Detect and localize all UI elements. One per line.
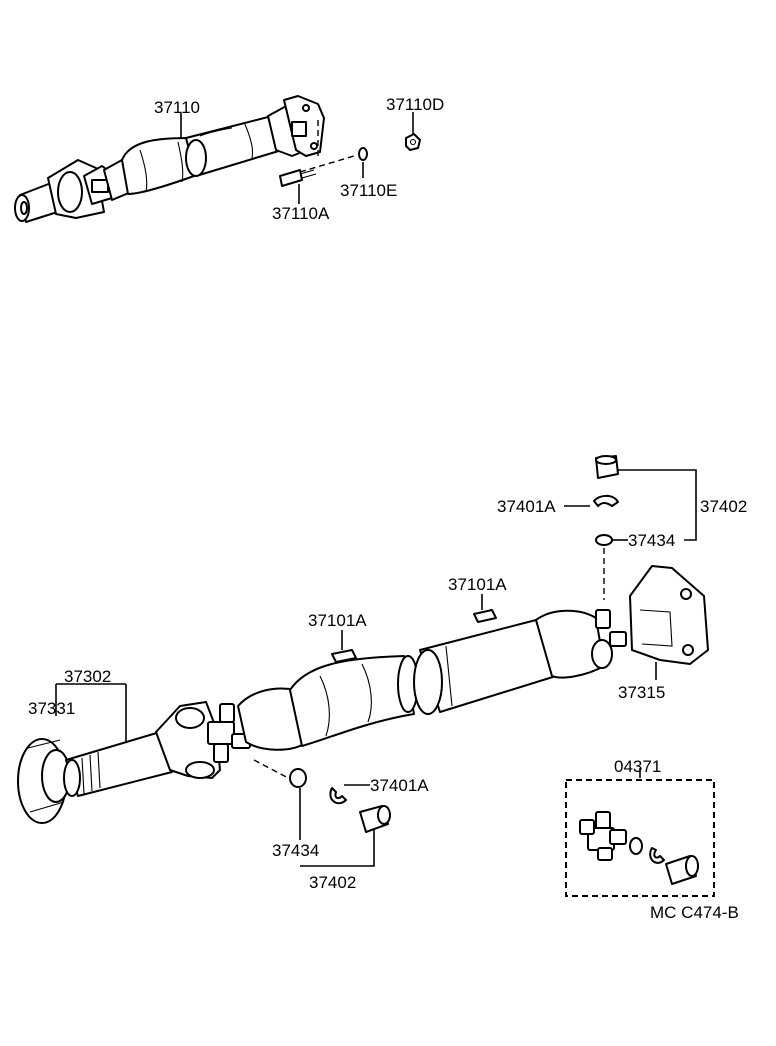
figure-code: MC C474-B [650,903,739,922]
label-37434-bottom: 37434 [272,841,319,860]
label-37302: 37302 [64,667,111,686]
label-37110d: 37110D [386,95,444,114]
label-37110a: 37110A [272,204,330,223]
lower-propeller-shaft [17,455,715,897]
label-37401a-bottom: 37401A [370,776,429,795]
label-37315: 37315 [618,683,665,702]
label-37110e: 37110E [340,181,397,200]
label-37101a-right: 37101A [448,575,507,594]
label-37402-top: 37402 [700,497,747,516]
label-37110: 37110 [154,98,200,117]
label-37331: 37331 [28,699,75,718]
label-04371: 04371 [614,757,661,776]
label-37402-bottom: 37402 [309,873,356,892]
label-37101a-left: 37101A [308,611,367,630]
upper-propeller-shaft [14,95,421,223]
label-37434-top: 37434 [628,531,675,550]
label-37401a-top: 37401A [497,497,556,516]
